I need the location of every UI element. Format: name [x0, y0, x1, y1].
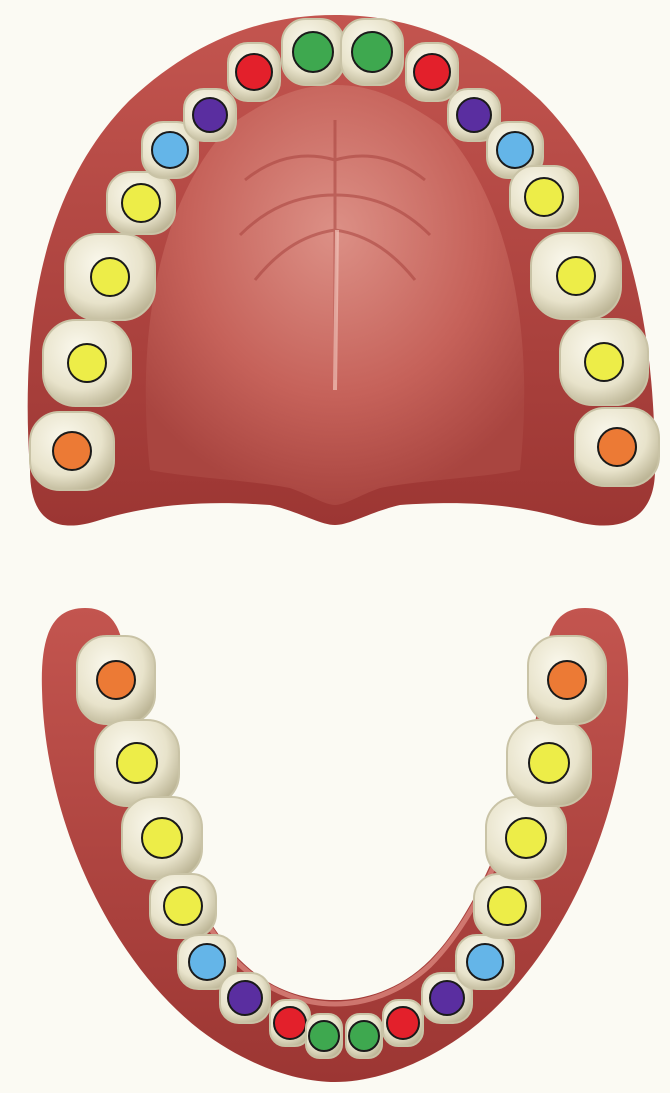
- lower-left-second-molar-marker: [117, 743, 157, 783]
- lower-right-lateral-incisor-tooth[interactable]: [383, 1000, 423, 1046]
- upper-right-first-molar-tooth[interactable]: [531, 233, 621, 319]
- upper-left-central-incisor-marker: [293, 32, 333, 72]
- lower-right-first-premolar-tooth[interactable]: [456, 935, 514, 989]
- lower-left-first-premolar-marker: [189, 944, 225, 980]
- upper-left-canine-marker: [193, 98, 227, 132]
- upper-right-second-premolar-tooth[interactable]: [510, 166, 578, 228]
- upper-right-second-molar-marker: [585, 343, 623, 381]
- lower-right-central-incisor-tooth[interactable]: [346, 1014, 382, 1058]
- lower-left-second-molar-tooth[interactable]: [95, 720, 179, 806]
- lower-right-third-molar-tooth[interactable]: [528, 636, 606, 724]
- upper-left-lateral-incisor-marker: [236, 54, 272, 90]
- upper-left-lateral-incisor-tooth[interactable]: [228, 43, 280, 101]
- lower-left-first-molar-tooth[interactable]: [122, 797, 202, 879]
- lower-left-second-premolar-marker: [164, 887, 202, 925]
- lower-right-central-incisor-marker: [349, 1021, 379, 1051]
- lower-left-canine-marker: [228, 981, 262, 1015]
- upper-right-third-molar-marker: [598, 428, 636, 466]
- lower-right-second-premolar-marker: [488, 887, 526, 925]
- lower-teeth: [77, 636, 606, 1058]
- upper-right-lateral-incisor-marker: [414, 54, 450, 90]
- lower-right-canine-marker: [430, 981, 464, 1015]
- lower-left-central-incisor-tooth[interactable]: [306, 1014, 342, 1058]
- upper-left-second-premolar-tooth[interactable]: [107, 172, 175, 234]
- lower-left-first-molar-marker: [142, 818, 182, 858]
- upper-right-second-premolar-marker: [525, 178, 563, 216]
- lower-right-second-molar-tooth[interactable]: [507, 720, 591, 806]
- palatal-raphe-highlight: [335, 230, 337, 390]
- lower-left-second-premolar-tooth[interactable]: [150, 874, 216, 938]
- upper-left-second-premolar-marker: [122, 184, 160, 222]
- upper-left-second-molar-tooth[interactable]: [43, 320, 131, 406]
- lower-right-first-molar-marker: [506, 818, 546, 858]
- lower-right-second-premolar-tooth[interactable]: [474, 874, 540, 938]
- upper-right-canine-marker: [457, 98, 491, 132]
- upper-arch: [28, 15, 659, 526]
- upper-left-second-molar-marker: [68, 344, 106, 382]
- upper-left-third-molar-marker: [53, 432, 91, 470]
- upper-left-first-premolar-marker: [152, 132, 188, 168]
- upper-right-central-incisor-tooth[interactable]: [341, 19, 403, 85]
- upper-right-third-molar-tooth[interactable]: [575, 408, 659, 486]
- upper-right-first-molar-marker: [557, 257, 595, 295]
- upper-right-central-incisor-marker: [352, 32, 392, 72]
- upper-right-second-molar-tooth[interactable]: [560, 319, 648, 405]
- lower-left-lateral-incisor-tooth[interactable]: [270, 1000, 310, 1046]
- lower-right-first-premolar-marker: [467, 944, 503, 980]
- upper-left-first-molar-marker: [91, 258, 129, 296]
- lower-arch: [42, 608, 628, 1082]
- lower-right-lateral-incisor-marker: [387, 1007, 419, 1039]
- upper-left-central-incisor-tooth[interactable]: [282, 19, 344, 85]
- upper-left-third-molar-tooth[interactable]: [30, 412, 114, 490]
- lower-left-canine-tooth[interactable]: [220, 973, 270, 1023]
- upper-left-first-molar-tooth[interactable]: [65, 234, 155, 320]
- lower-left-third-molar-tooth[interactable]: [77, 636, 155, 724]
- lower-left-third-molar-marker: [97, 661, 135, 699]
- upper-left-canine-tooth[interactable]: [184, 89, 236, 141]
- upper-right-lateral-incisor-tooth[interactable]: [406, 43, 458, 101]
- lower-right-third-molar-marker: [548, 661, 586, 699]
- upper-right-first-premolar-marker: [497, 132, 533, 168]
- lower-left-central-incisor-marker: [309, 1021, 339, 1051]
- lower-right-first-molar-tooth[interactable]: [486, 797, 566, 879]
- lower-left-lateral-incisor-marker: [274, 1007, 306, 1039]
- lower-right-second-molar-marker: [529, 743, 569, 783]
